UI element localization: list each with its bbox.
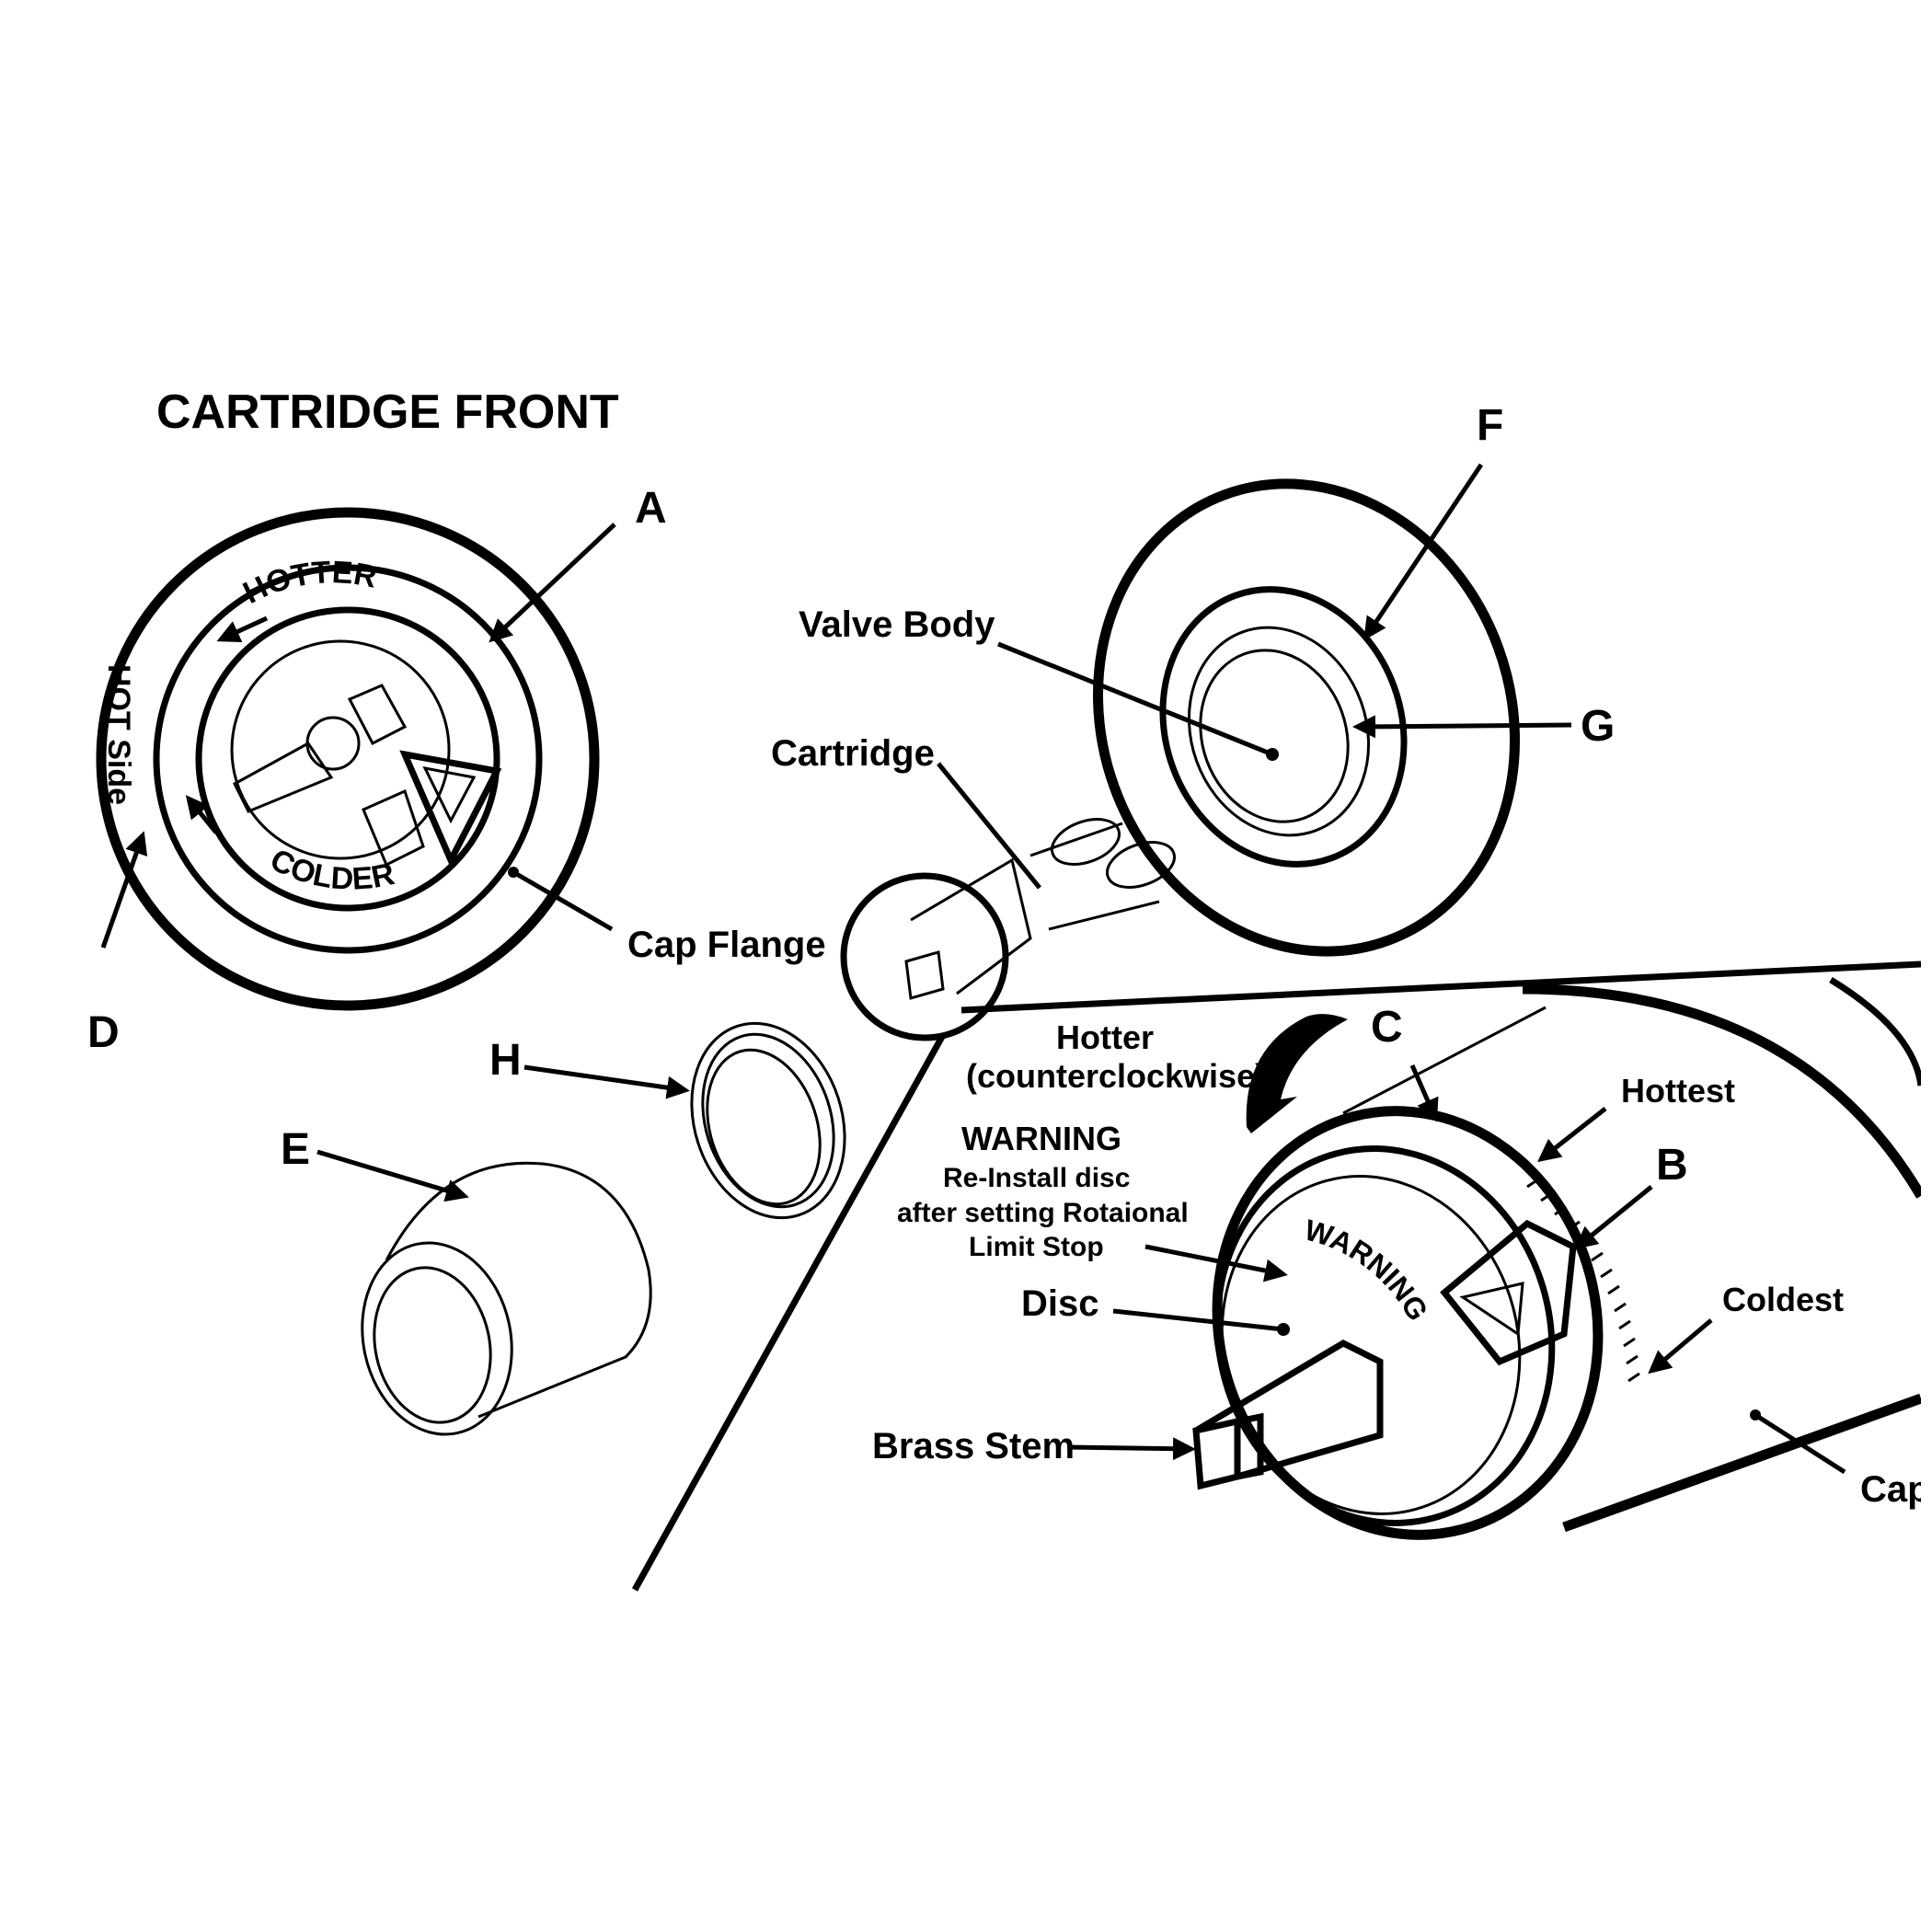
colder-arrow-icon [185, 795, 218, 834]
cap-body-top [1522, 983, 1921, 1199]
warning-title: WARNING [961, 1120, 1121, 1157]
oring-outer [690, 1021, 846, 1220]
cartridge-label: Cartridge [771, 733, 935, 774]
brass-stem-label: Brass Stem [872, 1426, 1075, 1466]
brass-stem-end [1192, 1417, 1241, 1490]
hotter-arrow-icon [216, 615, 269, 642]
label-g: G [1581, 702, 1615, 751]
cartridge-front-view: CARTRIDGE FRONT HOTTER COLDER HOT Side D… [87, 385, 826, 1057]
cap-body-upper-line [1342, 1006, 1547, 1115]
detail-annotations: Disc Brass Stem C B Hottest Coldest Hott… [872, 1003, 1844, 1466]
valve-body-view: Valve Body F G [799, 401, 1615, 957]
cartridge-body [910, 857, 1032, 995]
cap-flange-leader [512, 869, 614, 932]
label-e: E [281, 1125, 310, 1174]
pointer-d-arrow [100, 831, 148, 949]
cartridge-face-ring [195, 606, 500, 912]
cartridge-core-ring [230, 639, 451, 860]
sleeve-part-e: E [281, 1125, 652, 1436]
limit-stop-triangle-inner [422, 765, 477, 824]
stem-hole [305, 716, 361, 771]
pointer-g-arrow [1352, 715, 1572, 739]
warning-line1: Re-Install disc [943, 1163, 1130, 1193]
brass-stem-arrow [1066, 1437, 1196, 1461]
cap-leader [1754, 1412, 1846, 1475]
counterclockwise-arrow-icon [1246, 1014, 1348, 1133]
cap-flange-outer-ring [96, 507, 600, 1011]
cartridge-front-title: CARTRIDGE FRONT [156, 385, 619, 439]
brass-stem-tip [1236, 1412, 1264, 1480]
hot-side-label: HOT Side [101, 664, 136, 805]
rotation-line1: Hotter [1056, 1018, 1154, 1056]
warning-line3: Limit Stop [969, 1232, 1104, 1262]
valve-body-port-ring [1187, 626, 1371, 837]
limit-stop-pointer [1459, 1282, 1524, 1337]
warning-arrow [1144, 1244, 1288, 1282]
cap-body-rear [1829, 977, 1921, 1087]
detail-panel-left-edge [631, 1033, 947, 1592]
cap-flange-ring [1213, 1145, 1556, 1526]
cap-flange-inner-ring [153, 564, 543, 954]
disc-label: Disc [1021, 1283, 1099, 1324]
coldest-label: Coldest [1722, 1281, 1844, 1318]
oring-middle [701, 1032, 835, 1209]
coldest-arrow [1648, 1318, 1713, 1374]
valve-body-leader [997, 641, 1273, 757]
label-d: D [87, 1008, 120, 1057]
valve-body-port [1199, 649, 1350, 823]
disc-face-warning: WARNING [1301, 1213, 1435, 1326]
limit-stop-tab-top [347, 684, 408, 746]
sleeve-body [385, 1161, 652, 1419]
cartridge-ports-outline [1029, 822, 1160, 931]
cartridge-port-1 [1051, 818, 1121, 866]
cartridge-part: Cartridge [771, 733, 1176, 1041]
label-h: H [489, 1036, 522, 1085]
limit-stop-tab-left [233, 742, 334, 813]
disc-outer [1220, 1175, 1522, 1515]
hottest-label: Hottest [1621, 1072, 1735, 1110]
valve-body-label: Valve Body [799, 604, 995, 645]
cartridge-stem-tip [904, 950, 945, 1000]
rotational-limit-stop [1440, 1219, 1577, 1366]
label-f: F [1477, 401, 1503, 450]
valve-body-outer [1092, 478, 1521, 957]
pointer-a-arrow [489, 523, 616, 643]
sleeve-front-ring [361, 1241, 513, 1436]
valve-body-seat [1159, 586, 1408, 868]
hottest-arrow [1537, 1107, 1607, 1163]
pointer-f-arrow [1363, 463, 1484, 641]
limit-stop-triangle [399, 750, 502, 868]
pointer-b-arrow [1574, 1185, 1653, 1250]
cap-body-bottom [1562, 1393, 1921, 1533]
warning-line2: after setting Rotaional [897, 1198, 1189, 1228]
rotation-line2: (counterclockwise) [966, 1057, 1266, 1095]
pointer-e-arrow [316, 1149, 469, 1202]
cap-label: Cap [1860, 1469, 1930, 1510]
disc-leader [1112, 1308, 1284, 1332]
pointer-c-arrow [1409, 1064, 1439, 1122]
label-a: A [635, 484, 667, 533]
limit-stop-block [362, 788, 425, 868]
cap-flange-label: Cap Flange [627, 925, 826, 965]
cartridge-leader [937, 762, 1041, 890]
oring-part-h: H [489, 1021, 846, 1220]
detail-panel-top-edge [960, 960, 1921, 1014]
brass-stem-shaft [1194, 1340, 1384, 1480]
sleeve-inner-ring [373, 1266, 492, 1424]
hotter-arc-text: HOTTER [237, 555, 379, 611]
label-b: B [1656, 1141, 1688, 1190]
pointer-h-arrow [523, 1064, 690, 1099]
label-c: C [1371, 1003, 1403, 1052]
cartridge-port-2 [1106, 841, 1176, 889]
oring-inner [706, 1048, 822, 1206]
